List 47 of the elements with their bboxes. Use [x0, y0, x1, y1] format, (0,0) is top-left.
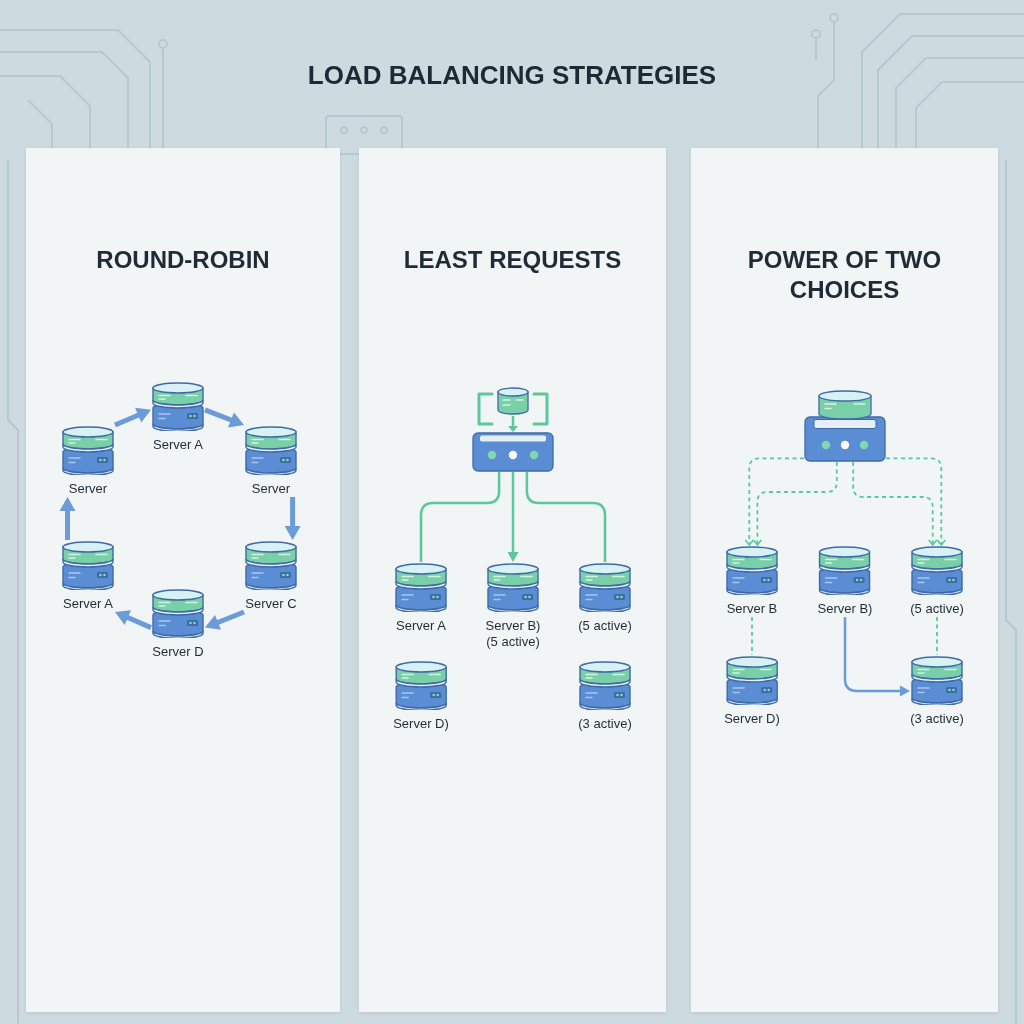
arrow: [114, 407, 152, 428]
arrow: [59, 497, 76, 540]
connector-line: [525, 472, 607, 562]
load-balancer-icon: [804, 390, 886, 462]
connector-line: [419, 472, 501, 562]
server-label: (5 active): [578, 618, 632, 634]
server-label: Server B) (5 active): [484, 618, 542, 650]
arrow: [115, 610, 152, 630]
server-node: [817, 545, 873, 617]
server-node: [578, 562, 632, 634]
dashed-arrow: [752, 461, 838, 546]
dashed-arrow: [852, 461, 938, 546]
server-label: Server A: [396, 618, 446, 634]
server-label: Server D): [393, 716, 449, 732]
server-label: Server B: [726, 601, 778, 617]
server-label: Server C: [245, 596, 297, 612]
server-node: [393, 660, 449, 732]
dashed-arrow: [885, 457, 947, 546]
panel-heading: POWER OF TWO CHOICES: [746, 245, 943, 305]
server-node: [724, 655, 780, 727]
arrow: [507, 472, 519, 562]
server-label: (3 active): [578, 716, 632, 732]
server-node: [483, 562, 543, 650]
server-node: [910, 545, 964, 617]
strategy-panel: [691, 148, 998, 1012]
server-label: Server D): [724, 711, 780, 727]
panel-heading: ROUND-ROBIN: [96, 245, 270, 275]
arrow: [205, 609, 245, 630]
diagram-title: LOAD BALANCING STRATEGIES: [307, 59, 717, 91]
load-balancer-icon: [472, 386, 554, 472]
server-label: Server A: [153, 437, 203, 453]
arrow: [843, 617, 910, 697]
server-label: Server: [68, 481, 108, 497]
arrow: [284, 497, 301, 540]
server-label: Server B): [817, 601, 873, 617]
server-label: (5 active): [910, 601, 964, 617]
dashed-arrow: [744, 457, 805, 546]
strategy-panel: [26, 148, 340, 1012]
server-label: Server D: [152, 644, 204, 660]
server-label: Server A: [63, 596, 113, 612]
server-node: [910, 655, 964, 727]
strategy-panel: [359, 148, 666, 1012]
arrow: [204, 407, 244, 428]
server-node: [578, 660, 632, 732]
server-label: Server: [251, 481, 291, 497]
server-label: (3 active): [910, 711, 964, 727]
panel-heading: LEAST REQUESTS: [403, 245, 622, 275]
